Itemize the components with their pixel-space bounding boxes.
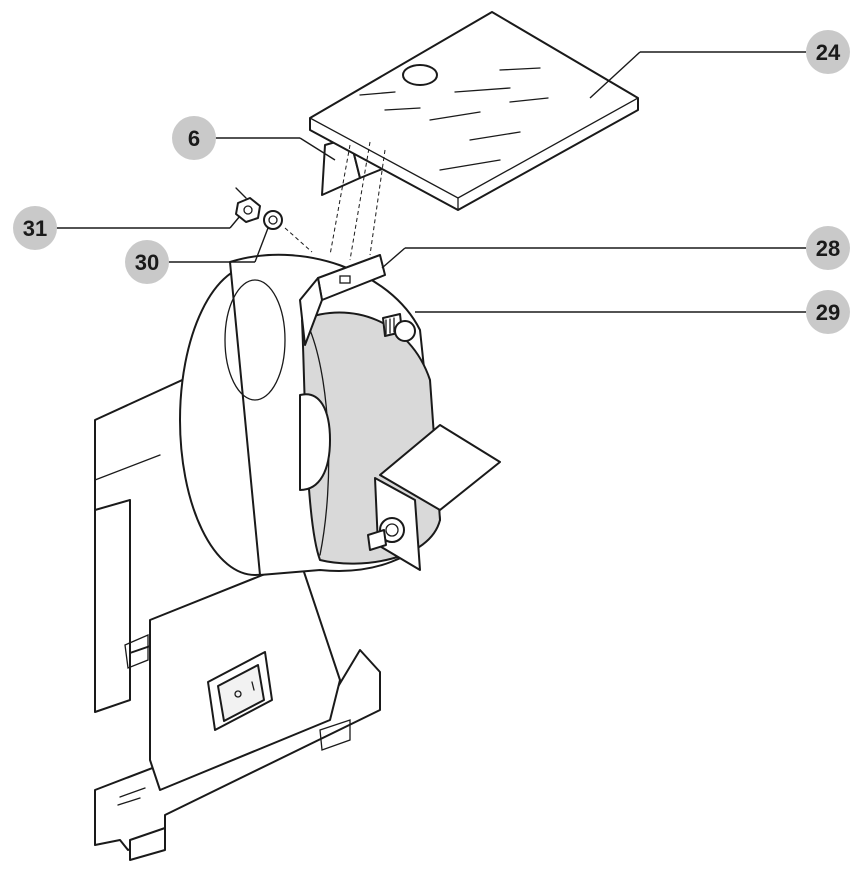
eye-shield-24 — [309, 11, 639, 211]
mounting-plate-28 — [299, 254, 386, 346]
assembly-guide-lines — [284, 141, 386, 261]
callout-24: 24 — [806, 30, 850, 74]
callout-28: 28 — [806, 226, 850, 270]
callout-6-badge — [172, 116, 216, 160]
callout-31: 31 — [13, 206, 57, 250]
callout-6: 6 — [172, 116, 216, 160]
callout-28-badge — [806, 226, 850, 270]
callout-28-label: 28 — [816, 236, 840, 261]
washer-30 — [263, 210, 283, 230]
callout-30-label: 30 — [135, 250, 159, 275]
callout-30: 30 — [125, 240, 169, 284]
callout-24-badge — [806, 30, 850, 74]
callout-31-badge — [13, 206, 57, 250]
callout-29-badge — [806, 290, 850, 334]
callout-29-label: 29 — [816, 300, 840, 325]
callout-29: 29 — [806, 290, 850, 334]
spindle — [299, 393, 331, 491]
leader-lines — [56, 51, 806, 313]
callout-31-label: 31 — [23, 216, 47, 241]
bolt-29 — [382, 313, 416, 342]
callout-30-badge — [125, 240, 169, 284]
callout-24-label: 24 — [816, 40, 841, 65]
tool-rest — [367, 424, 501, 571]
power-switch — [207, 651, 273, 731]
callout-6-label: 6 — [188, 126, 200, 151]
nut-31 — [235, 187, 261, 223]
